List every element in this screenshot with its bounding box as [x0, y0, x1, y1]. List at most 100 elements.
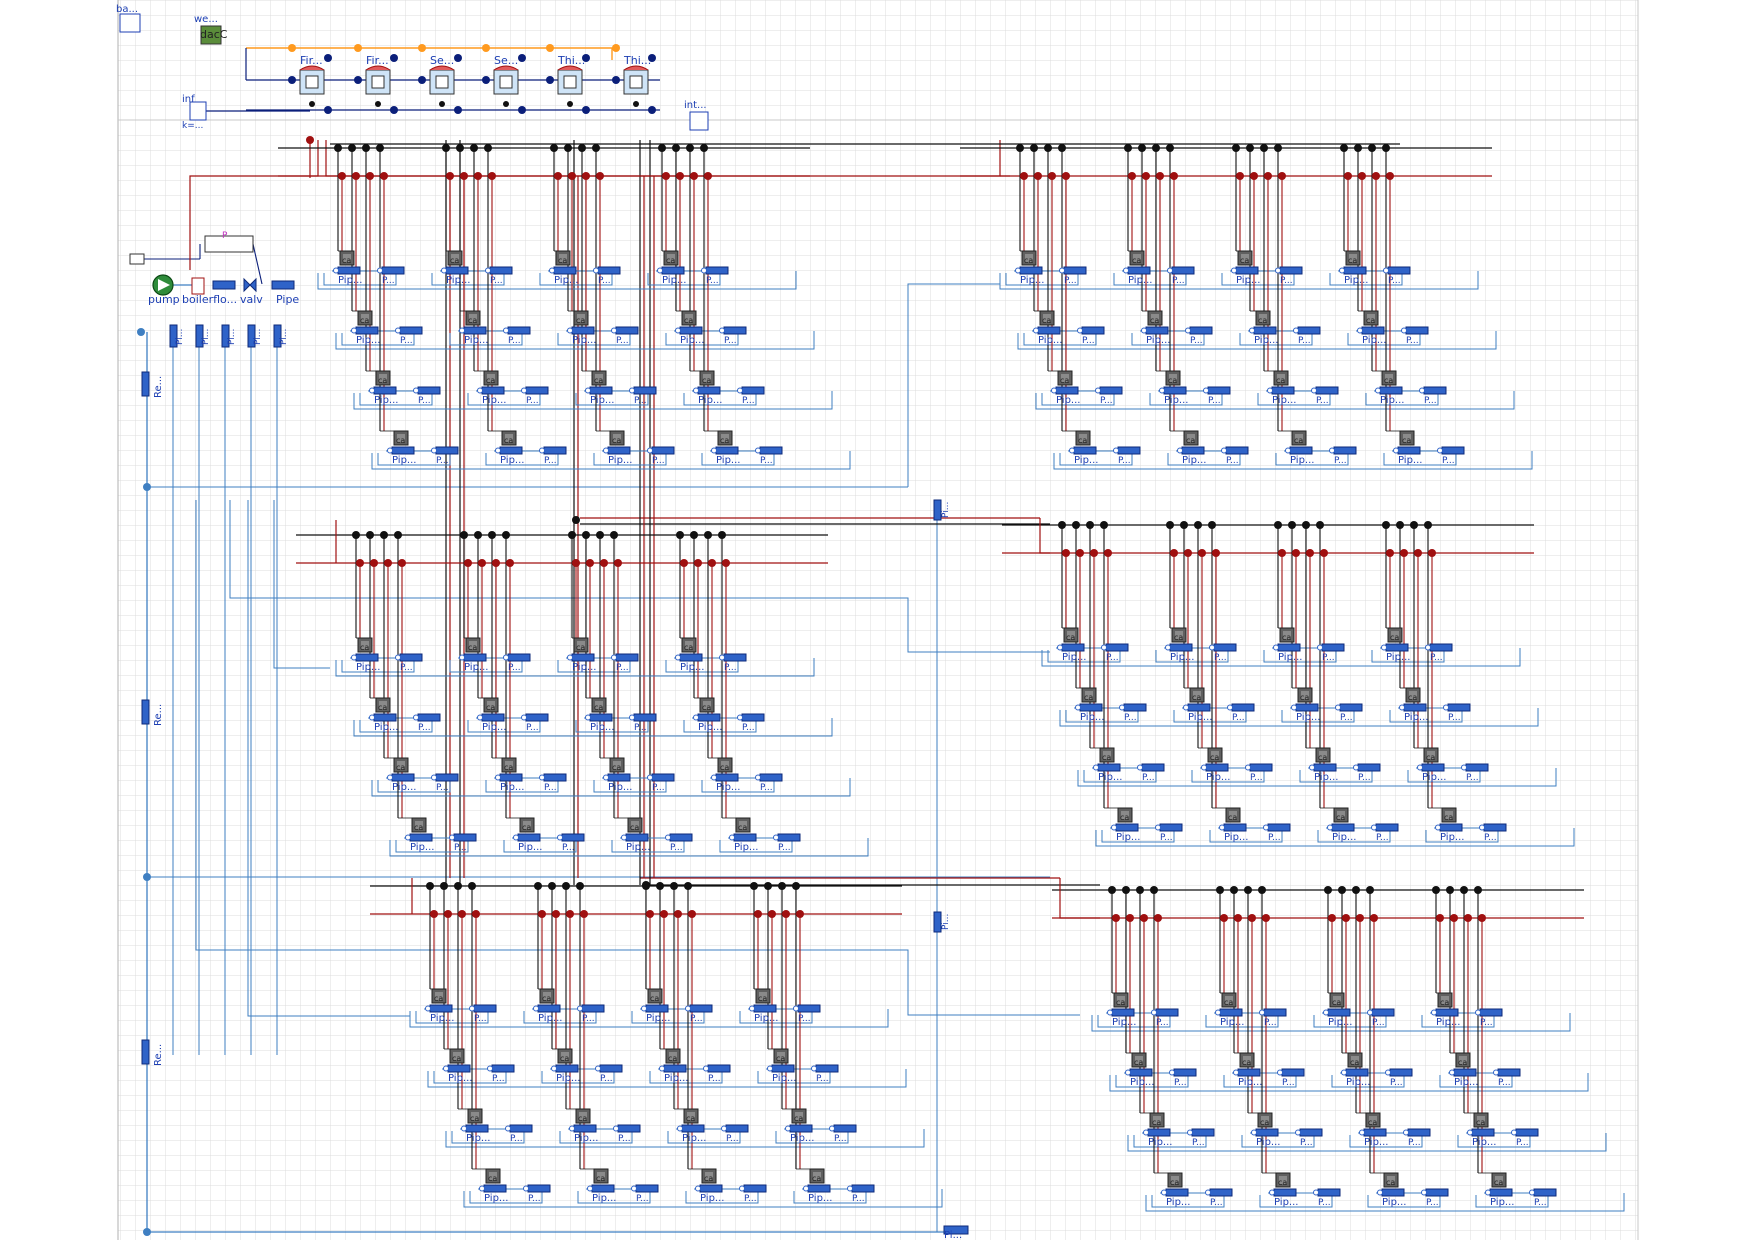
- hot-connector[interactable]: [554, 172, 562, 180]
- room-pipe[interactable]: [463, 326, 487, 335]
- room-pipe[interactable]: [573, 1124, 597, 1133]
- pipe-port[interactable]: [1051, 387, 1057, 394]
- cold-connector[interactable]: [1230, 886, 1238, 894]
- hot-connector[interactable]: [600, 559, 608, 567]
- cold-connector[interactable]: [376, 144, 384, 152]
- room-pipe[interactable]: [1099, 386, 1123, 395]
- room-pipe[interactable]: [1405, 326, 1429, 335]
- room-pipe[interactable]: [1231, 703, 1255, 712]
- hot-connector[interactable]: [1140, 914, 1148, 922]
- cold-connector[interactable]: [1460, 886, 1468, 894]
- hot-connector[interactable]: [1236, 172, 1244, 180]
- cold-connector[interactable]: [1058, 521, 1066, 529]
- bus-connector[interactable]: [612, 44, 620, 52]
- room-pipe[interactable]: [589, 386, 613, 395]
- room-pipe[interactable]: [753, 1004, 777, 1013]
- pipe-port[interactable]: [1101, 644, 1107, 651]
- bus-connector[interactable]: [354, 44, 362, 52]
- hot-connector[interactable]: [478, 559, 486, 567]
- floor-port[interactable]: [503, 101, 509, 107]
- room-pipe[interactable]: [759, 773, 783, 782]
- pipe-port[interactable]: [1425, 644, 1431, 651]
- hot-connector[interactable]: [1450, 914, 1458, 922]
- room-pipe[interactable]: [1313, 763, 1337, 772]
- room-pipe[interactable]: [1385, 643, 1409, 652]
- pipe-port[interactable]: [1169, 1069, 1175, 1076]
- cold-connector[interactable]: [1274, 521, 1282, 529]
- hot-connector[interactable]: [572, 559, 580, 567]
- hot-connector[interactable]: [366, 172, 374, 180]
- pipe-port[interactable]: [1393, 447, 1399, 454]
- pipe-port[interactable]: [675, 654, 681, 661]
- pipe-port[interactable]: [1075, 704, 1081, 711]
- room-pipe[interactable]: [399, 653, 423, 662]
- cold-connector[interactable]: [440, 882, 448, 890]
- cold-connector[interactable]: [596, 531, 604, 539]
- pipe-port[interactable]: [1125, 1069, 1131, 1076]
- room-pipe[interactable]: [715, 446, 739, 455]
- hot-connector[interactable]: [1220, 914, 1228, 922]
- room-pipe[interactable]: [1439, 823, 1463, 832]
- room-pipe[interactable]: [1435, 1008, 1459, 1017]
- pipe-port[interactable]: [1293, 327, 1299, 334]
- room-pipe[interactable]: [517, 833, 541, 842]
- cold-connector[interactable]: [1058, 144, 1066, 152]
- room-pipe[interactable]: [1407, 1128, 1431, 1137]
- pipe-port[interactable]: [595, 1065, 601, 1072]
- room-pipe[interactable]: [463, 653, 487, 662]
- room-pipe[interactable]: [1429, 643, 1453, 652]
- pipe-port[interactable]: [1221, 447, 1227, 454]
- hot-connector[interactable]: [1020, 172, 1028, 180]
- pipe-port[interactable]: [1291, 704, 1297, 711]
- cold-connector[interactable]: [454, 882, 462, 890]
- pipe-port[interactable]: [675, 327, 681, 334]
- hot-connector[interactable]: [1034, 172, 1042, 180]
- room-pipe[interactable]: [391, 446, 415, 455]
- pipe-port[interactable]: [1203, 387, 1209, 394]
- cold-connector[interactable]: [562, 882, 570, 890]
- cold-connector[interactable]: [704, 531, 712, 539]
- cold-connector[interactable]: [700, 144, 708, 152]
- pipe-port[interactable]: [737, 387, 743, 394]
- pipe-port[interactable]: [1401, 327, 1407, 334]
- room-pipe[interactable]: [481, 713, 505, 722]
- cold-connector[interactable]: [1396, 521, 1404, 529]
- pipe-port[interactable]: [577, 1005, 583, 1012]
- pipe-port[interactable]: [793, 1005, 799, 1012]
- room-pipe[interactable]: [1465, 763, 1489, 772]
- pipe-port[interactable]: [539, 774, 545, 781]
- pipe-port[interactable]: [739, 1185, 745, 1192]
- hot-connector[interactable]: [1328, 914, 1336, 922]
- hot-connector[interactable]: [1250, 172, 1258, 180]
- pipe-port[interactable]: [1215, 1009, 1221, 1016]
- component-layer[interactable]: Fir...Fir...Se...Se...Thi...Thi...PPi...…: [119, 13, 1557, 1236]
- room-pipe[interactable]: [1267, 823, 1291, 832]
- pipe-port[interactable]: [1339, 267, 1345, 274]
- room-pipe[interactable]: [1277, 643, 1301, 652]
- pipe-port[interactable]: [1435, 824, 1441, 831]
- pipe-port[interactable]: [1059, 267, 1065, 274]
- hot-connector[interactable]: [1306, 549, 1314, 557]
- room-pipe[interactable]: [1129, 1068, 1153, 1077]
- room-pipe[interactable]: [525, 713, 549, 722]
- pipe-port[interactable]: [1371, 824, 1377, 831]
- pipe-port[interactable]: [1123, 267, 1129, 274]
- pipe-port[interactable]: [703, 1065, 709, 1072]
- pipe-port[interactable]: [1057, 644, 1063, 651]
- room-pipe[interactable]: [1453, 1068, 1477, 1077]
- room-pipe[interactable]: [635, 1184, 659, 1193]
- room-pipe[interactable]: [1253, 326, 1277, 335]
- room-pipe[interactable]: [851, 1184, 875, 1193]
- room-pipe[interactable]: [1081, 326, 1105, 335]
- hot-connector[interactable]: [472, 910, 480, 918]
- cold-connector[interactable]: [658, 144, 666, 152]
- room-pipe[interactable]: [807, 1184, 831, 1193]
- room-pipe[interactable]: [1295, 703, 1319, 712]
- cold-connector[interactable]: [582, 531, 590, 539]
- room-pipe[interactable]: [669, 833, 693, 842]
- room-pipe[interactable]: [1155, 1008, 1179, 1017]
- signal-connector[interactable]: [454, 54, 462, 62]
- hot-connector[interactable]: [754, 910, 762, 918]
- pipe-port[interactable]: [701, 267, 707, 274]
- hot-connector[interactable]: [586, 559, 594, 567]
